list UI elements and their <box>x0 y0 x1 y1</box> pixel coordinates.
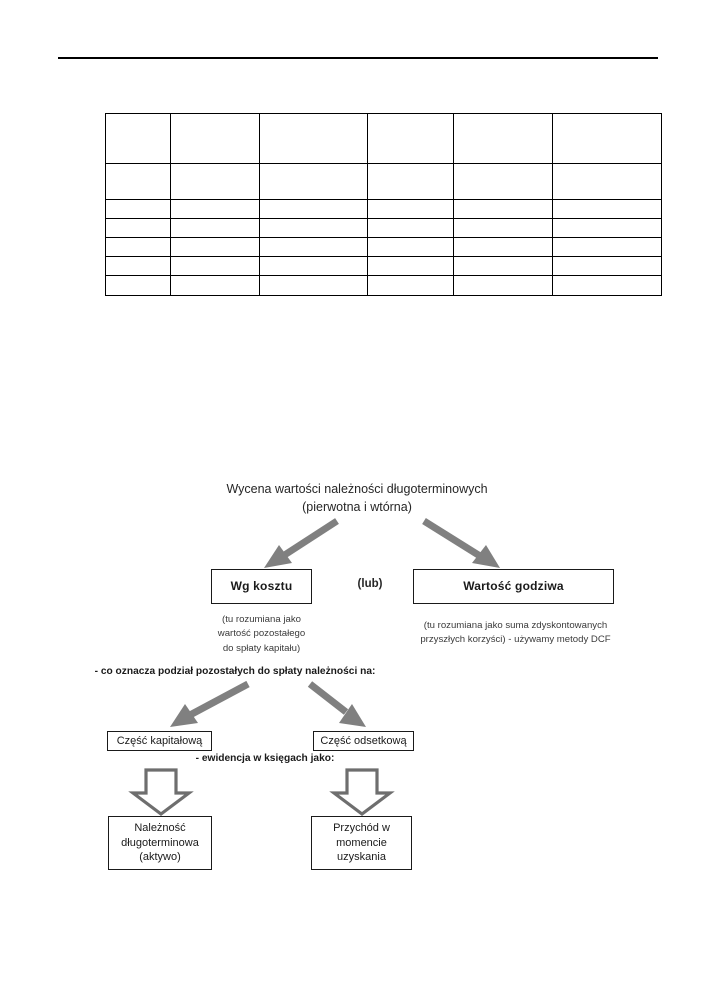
caption-wg-kosztu: (tu rozumiana jako wartość pozostałego d… <box>190 613 333 656</box>
node-czesc-odsetkowa[interactable]: Część odsetkową <box>313 731 414 751</box>
caption-wg-kosztu-line-2: wartość pozostałego <box>217 628 306 640</box>
node-wartosc-godziwa[interactable]: Wartość godziwa <box>413 569 614 604</box>
table-cell[interactable] <box>170 163 260 200</box>
table-cell[interactable] <box>170 113 260 164</box>
table-cell[interactable] <box>259 218 368 238</box>
table-row <box>105 237 662 257</box>
arrow-title-to-cost-icon <box>264 518 339 568</box>
block-arrow-capital-to-receivable-icon <box>128 768 194 816</box>
arrow-note-to-capital-icon <box>170 680 250 727</box>
table-cell[interactable] <box>259 163 368 200</box>
node-wartosc-godziwa-label: Wartość godziwa <box>463 578 564 593</box>
node-czesc-odsetkowa-label: Część odsetkową <box>320 734 407 747</box>
table-row <box>105 275 662 296</box>
table-cell[interactable] <box>105 218 171 238</box>
node-przychod-line-3: uzyskania <box>337 851 386 864</box>
table-cell[interactable] <box>259 275 368 296</box>
arrow-title-to-fair-icon <box>422 518 500 568</box>
node-naleznosc-dlugoterminowa[interactable]: Należność długoterminowa (aktywo) <box>108 816 212 870</box>
caption-wartosc-godziwa-line-1: (tu rozumiana jako suma zdyskontowanych <box>423 620 608 631</box>
table-row <box>105 199 662 219</box>
table-cell[interactable] <box>105 237 171 257</box>
diagram-title: Wycena wartości należności długoterminow… <box>197 480 517 516</box>
node-przychod-line-2: momencie <box>336 836 387 849</box>
node-wg-kosztu-label: Wg kosztu <box>230 578 293 593</box>
note-ewidencja: - ewidencja w księgach jako: <box>195 753 335 764</box>
table-cell[interactable] <box>259 237 368 257</box>
table-cell[interactable] <box>170 256 260 276</box>
table-cell[interactable] <box>453 163 553 200</box>
node-czesc-kapitalowa[interactable]: Część kapitałową <box>107 731 212 751</box>
table-row <box>105 113 662 164</box>
table-cell[interactable] <box>367 199 454 219</box>
table-cell[interactable] <box>453 218 553 238</box>
table-cell[interactable] <box>105 275 171 296</box>
table-cell[interactable] <box>453 237 553 257</box>
empty-worksheet-table <box>105 113 662 296</box>
table-cell[interactable] <box>170 237 260 257</box>
note-podzial: - co oznacza podział pozostałych do spła… <box>94 666 376 677</box>
caption-wartosc-godziwa-line-2: przyszłych korzyści) - używamy metody DC… <box>420 634 611 646</box>
table-cell[interactable] <box>453 256 553 276</box>
table-cell[interactable] <box>105 256 171 276</box>
node-naleznosc-line-3: (aktywo) <box>139 851 181 864</box>
table-cell[interactable] <box>367 275 454 296</box>
table-cell[interactable] <box>367 237 454 257</box>
table-row <box>105 256 662 276</box>
node-czesc-kapitalowa-label: Część kapitałową <box>116 734 203 747</box>
table-cell[interactable] <box>105 163 171 200</box>
node-przychod-w-momencie-uzyskania[interactable]: Przychód w momencie uzyskania <box>311 816 412 870</box>
table-body <box>105 113 662 296</box>
node-naleznosc-line-2: długoterminowa <box>121 836 199 849</box>
table-cell[interactable] <box>105 113 171 164</box>
table-cell[interactable] <box>552 275 662 296</box>
table-cell[interactable] <box>453 275 553 296</box>
table-cell[interactable] <box>552 256 662 276</box>
arrow-note-to-interest-icon <box>307 681 366 727</box>
table-cell[interactable] <box>453 199 553 219</box>
node-naleznosc-line-1: Należność <box>134 822 186 835</box>
table-row <box>105 163 662 200</box>
diagram-title-line-1: Wycena wartości należności długoterminow… <box>226 482 488 496</box>
table-cell[interactable] <box>170 275 260 296</box>
table-cell[interactable] <box>259 113 368 164</box>
table-cell[interactable] <box>367 218 454 238</box>
header-rule <box>58 57 658 59</box>
table-cell[interactable] <box>552 237 662 257</box>
table-cell[interactable] <box>367 163 454 200</box>
table-cell[interactable] <box>552 218 662 238</box>
table-cell[interactable] <box>170 199 260 219</box>
table-cell[interactable] <box>259 256 368 276</box>
node-wg-kosztu[interactable]: Wg kosztu <box>211 569 312 604</box>
table-cell[interactable] <box>552 113 662 164</box>
table-cell[interactable] <box>453 113 553 164</box>
table-cell[interactable] <box>367 256 454 276</box>
caption-wartosc-godziwa: (tu rozumiana jako suma zdyskontowanych … <box>392 619 639 648</box>
table-cell[interactable] <box>170 218 260 238</box>
table-cell[interactable] <box>552 199 662 219</box>
or-label: (lub) <box>357 578 383 590</box>
table-cell[interactable] <box>367 113 454 164</box>
diagram-title-line-2: (pierwotna i wtórna) <box>302 500 412 515</box>
caption-wg-kosztu-line-3: do spłaty kapitału) <box>222 642 301 654</box>
table-row <box>105 218 662 238</box>
node-przychod-line-1: Przychód w <box>333 822 390 835</box>
table-cell[interactable] <box>552 163 662 200</box>
block-arrow-interest-to-revenue-icon <box>329 768 395 816</box>
table-cell[interactable] <box>105 199 171 219</box>
table-cell[interactable] <box>259 199 368 219</box>
caption-wg-kosztu-line-1: (tu rozumiana jako <box>222 614 301 625</box>
